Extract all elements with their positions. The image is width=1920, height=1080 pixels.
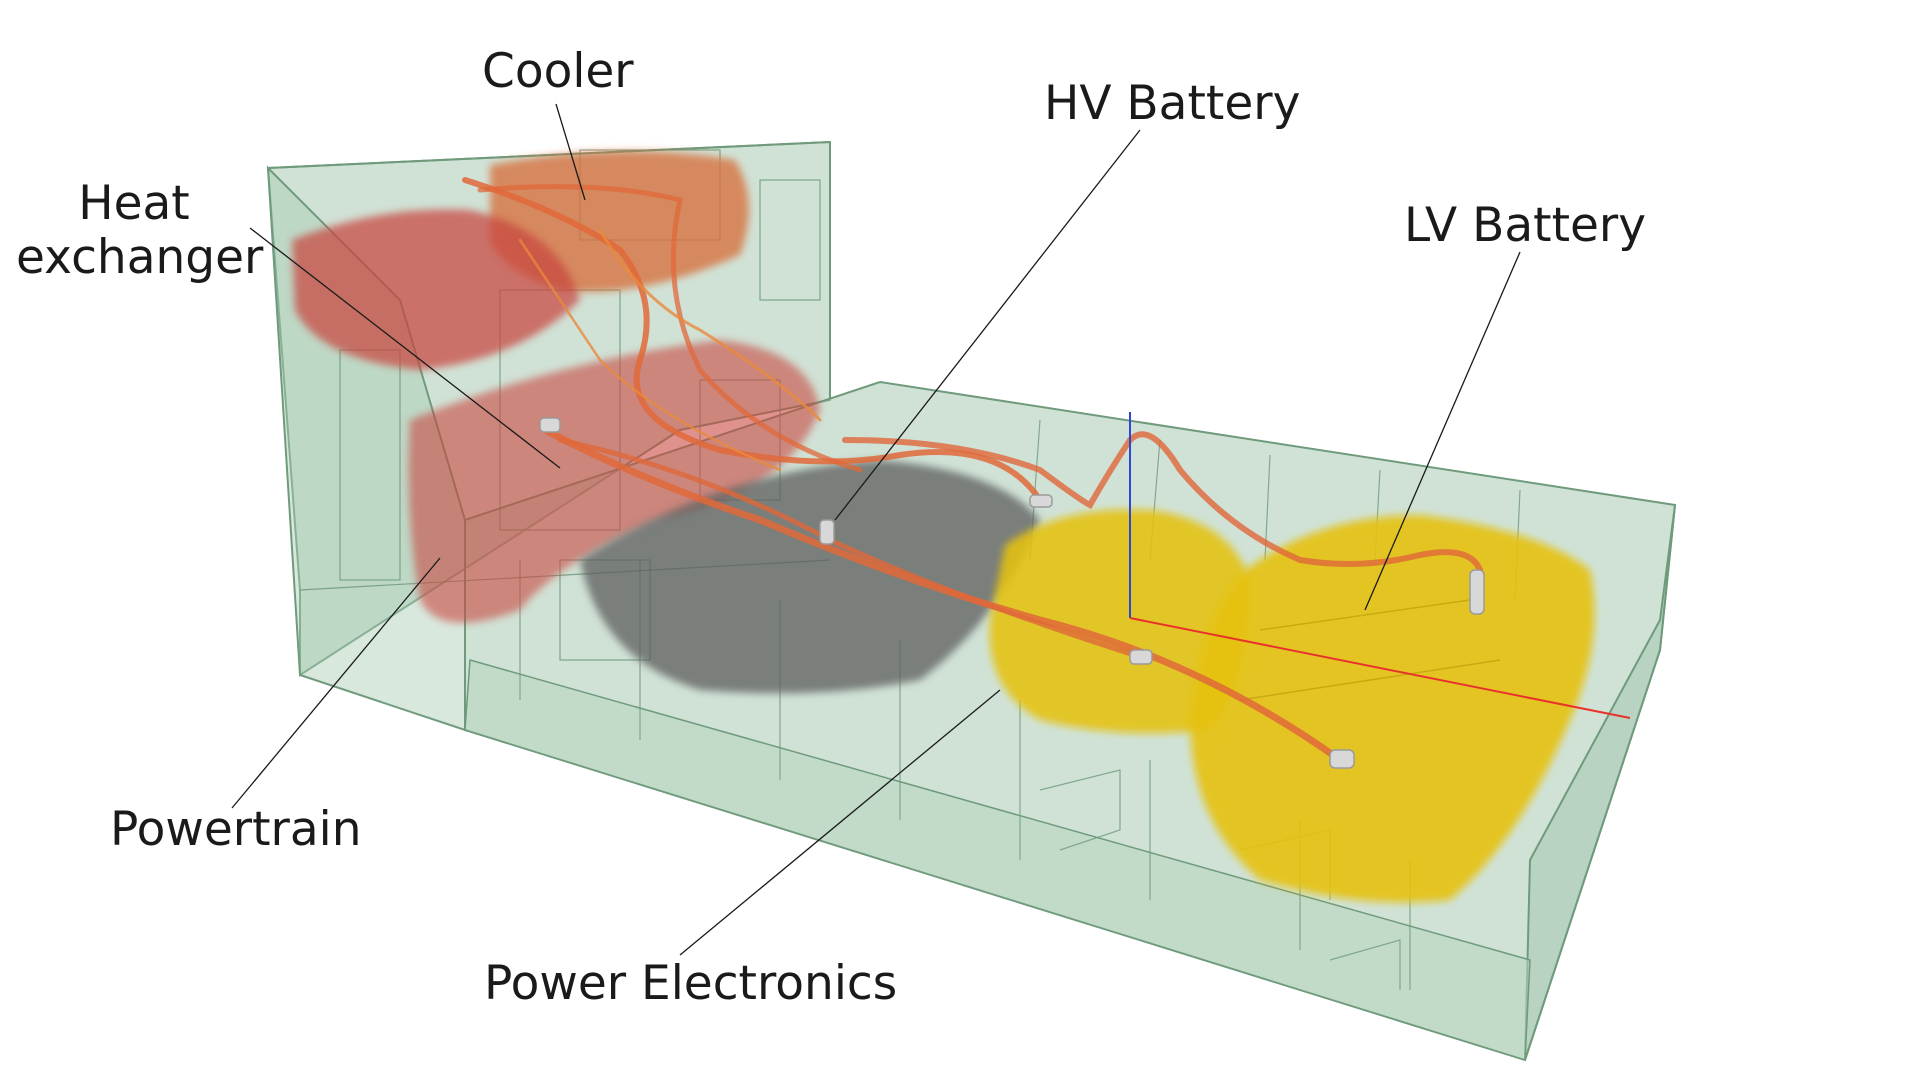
hv-battery-component <box>580 460 1040 694</box>
powertrain-label: Powertrain <box>110 802 362 857</box>
lv-battery-label: LV Battery <box>1404 198 1647 253</box>
heat-exchanger-label-line1: Heat <box>78 176 190 231</box>
heat-exchanger-leader-line <box>249 227 561 469</box>
powertrain-component <box>408 340 820 623</box>
pipe-connectors <box>539 417 1485 769</box>
power-electronics-component <box>989 509 1250 734</box>
coordinate-axes <box>1129 412 1631 719</box>
coolant-pipes <box>462 177 1483 764</box>
x-axis-line <box>1129 617 1631 719</box>
hv-battery-label: HV Battery <box>1044 76 1301 131</box>
leader-lines <box>231 103 1521 956</box>
lv-battery-leader-line <box>1364 251 1521 611</box>
powertrain-leader-line <box>231 557 441 809</box>
heat-exchanger-label-line2: exchanger <box>16 230 264 285</box>
power-electronics-label: Power Electronics <box>484 956 898 1011</box>
heat-exchanger-component <box>292 209 580 370</box>
hv-battery-leader-line <box>834 129 1141 521</box>
cooler-leader-line <box>555 103 586 201</box>
cooler-label: Cooler <box>482 44 634 99</box>
power-electronics-leader-line <box>679 689 1001 956</box>
lv-battery-component <box>1190 515 1595 903</box>
